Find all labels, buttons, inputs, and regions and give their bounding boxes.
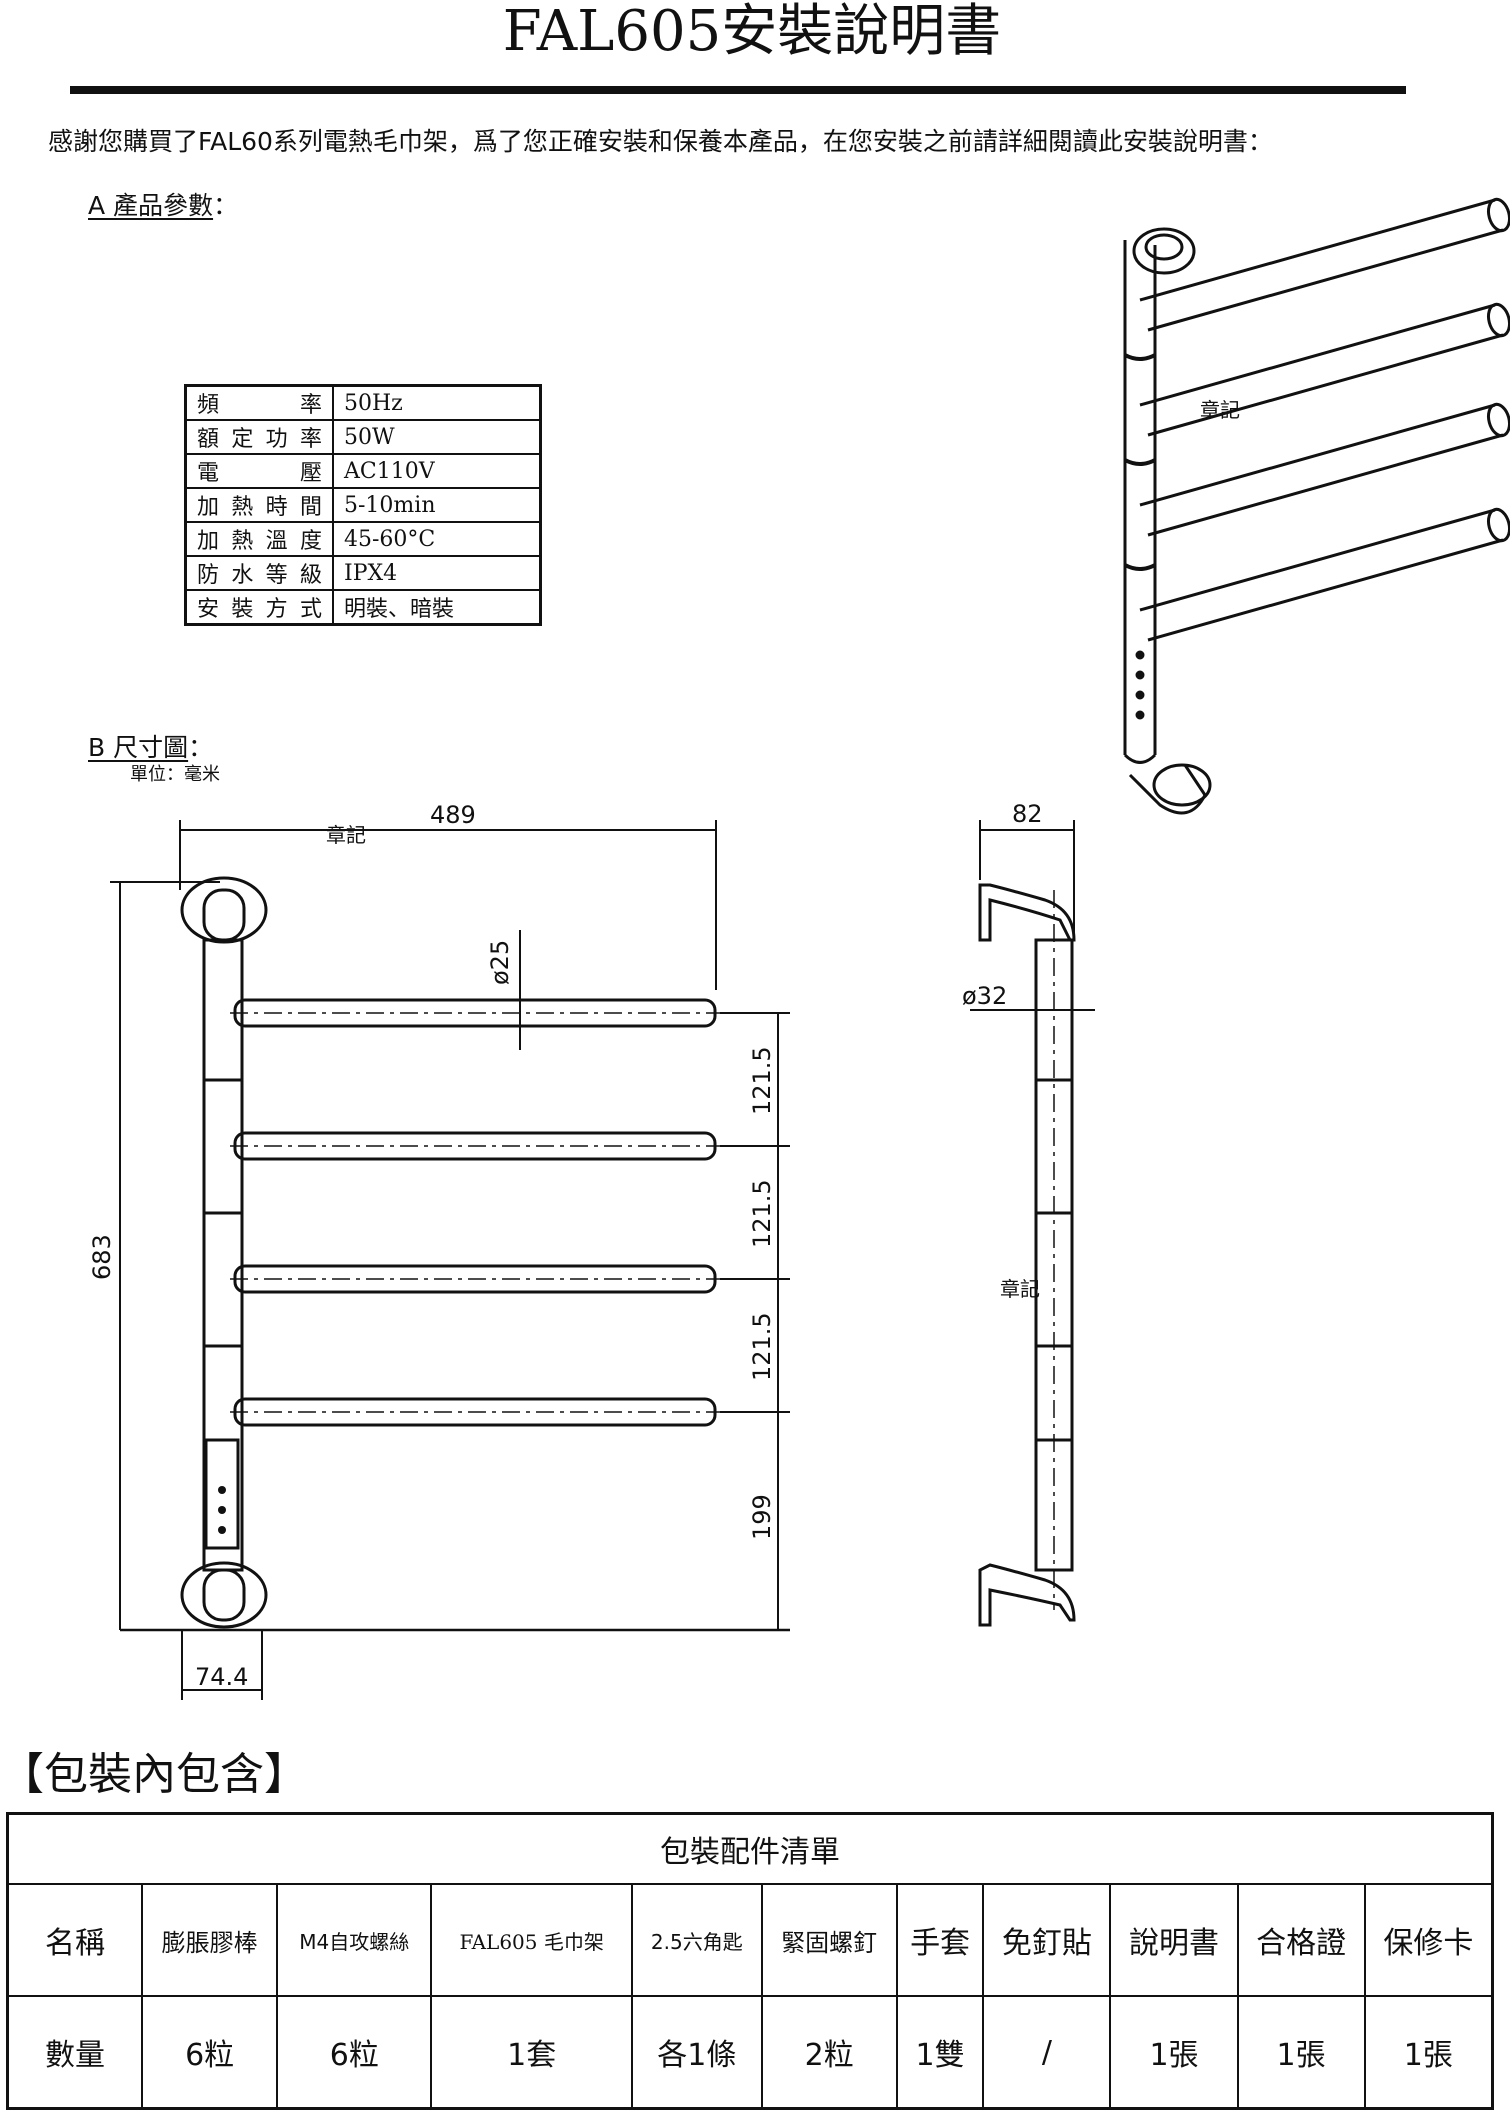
- section-a-label: A 產品參數: [88, 191, 214, 220]
- dim-width: 489: [430, 801, 476, 829]
- dim-post: ø32: [962, 982, 1007, 1010]
- side-dimension-drawing: 82 ø32 章記: [962, 800, 1095, 1627]
- param-key: 頻 率: [184, 384, 334, 421]
- param-value: IPX4: [332, 555, 542, 591]
- top-bracket: [1132, 227, 1196, 275]
- packing-table: 包裝配件清單 名稱 膨脹膠棒 M4自攻螺絲 FAL605 毛巾架 2.5六角匙 …: [6, 1812, 1494, 2110]
- title-rule: [70, 86, 1406, 94]
- post: [202, 938, 244, 1572]
- name-header: 名稱: [6, 1883, 143, 1997]
- item-qty: 1張: [1236, 1995, 1366, 2110]
- bottom-bracket: [180, 1561, 268, 1629]
- item-qty: 1張: [1109, 1995, 1239, 2110]
- top-bracket: [180, 876, 268, 944]
- param-key: 額定功率: [184, 419, 334, 455]
- packing-table-title: 包裝配件清單: [6, 1812, 1494, 1885]
- item-name: 免釘貼: [982, 1883, 1112, 1997]
- bars: [233, 998, 717, 1427]
- item-name: FAL605 毛巾架: [430, 1883, 634, 1997]
- top-bracket-inner: [1144, 233, 1184, 261]
- top-mount: [978, 883, 1076, 942]
- param-value: 45-60°C: [332, 521, 542, 557]
- dim-spacing-3: 121.5: [748, 1312, 776, 1381]
- param-row: 安裝方式明裝、暗裝: [184, 589, 542, 626]
- param-value: 50W: [332, 419, 542, 455]
- item-name: 說明書: [1109, 1883, 1239, 1997]
- control-panel: [1135, 650, 1145, 720]
- product-illustration: 章記: [1123, 197, 1510, 815]
- param-key: 防水等級: [184, 555, 334, 591]
- dim-tube: ø25: [486, 940, 514, 985]
- item-qty: 6粒: [140, 1995, 279, 2110]
- item-qty: 各1條: [631, 1995, 763, 2110]
- top-bracket-inner: [202, 888, 246, 942]
- param-value: 明裝、暗裝: [332, 589, 542, 626]
- section-a-colon: ：: [213, 191, 239, 220]
- item-name: 手套: [895, 1883, 985, 1997]
- section-b-colon: ：: [188, 733, 214, 762]
- dim-depth: 82: [1012, 800, 1043, 828]
- item-qty: 6粒: [276, 1995, 433, 2110]
- item-name: M4自攻螺絲: [276, 1883, 433, 1997]
- param-value: AC110V: [332, 453, 542, 489]
- qty-header: 數量: [6, 1995, 143, 2110]
- section-b-label: B 尺寸圖: [88, 733, 189, 762]
- bottom-bracket-base: [1152, 763, 1212, 807]
- dim-height: 683: [88, 1234, 116, 1280]
- control-panel: [204, 1438, 240, 1550]
- page-title: FAL605安裝說明書: [502, 0, 1002, 64]
- item-name: 合格證: [1236, 1883, 1366, 1997]
- stamp-mark: 章記: [326, 823, 366, 847]
- stamp-mark: 章記: [1200, 398, 1240, 422]
- param-key: 電 壓: [184, 453, 334, 489]
- param-value: 50Hz: [332, 384, 542, 421]
- section-a-heading: A 產品參數：: [88, 186, 238, 222]
- param-value: 5-10min: [332, 487, 542, 523]
- dim-spacing-2: 121.5: [748, 1179, 776, 1248]
- front-dimension-drawing: 489 章記 683 ø25 121.5 121.5 121.5 199 74.…: [88, 801, 790, 1700]
- param-key: 加熱溫度: [184, 521, 334, 557]
- stamp-mark: 章記: [1000, 1277, 1040, 1301]
- item-qty: 1套: [430, 1995, 634, 2110]
- item-name: 緊固螺釘: [760, 1883, 898, 1997]
- packing-name-row: 名稱 膨脹膠棒 M4自攻螺絲 FAL605 毛巾架 2.5六角匙 緊固螺釘 手套…: [6, 1883, 1494, 1997]
- param-key: 安裝方式: [184, 589, 334, 626]
- item-name: 2.5六角匙: [631, 1883, 763, 1997]
- packing-qty-row: 數量 6粒 6粒 1套 各1條 2粒 1雙 / 1張 1張 1張: [6, 1995, 1494, 2110]
- dim-spacing-1: 121.5: [748, 1046, 776, 1115]
- item-qty: 1雙: [895, 1995, 985, 2110]
- item-name: 保修卡: [1363, 1883, 1494, 1997]
- post-joints: [1124, 353, 1156, 571]
- packing-heading: 【包裝內包含】: [0, 1749, 308, 1800]
- section-b-heading: B 尺寸圖：: [88, 728, 213, 764]
- dim-bottom: 199: [748, 1494, 776, 1540]
- unit-note: 單位：毫米: [130, 764, 220, 785]
- item-name: 膨脹膠棒: [140, 1883, 279, 1997]
- bottom-mount: [978, 1563, 1076, 1627]
- bottom-bracket-inner: [202, 1568, 246, 1622]
- item-qty: 2粒: [760, 1995, 898, 2110]
- item-qty: /: [982, 1995, 1112, 2110]
- bar-centerlines: [230, 1012, 720, 1413]
- param-key: 加熱時間: [184, 487, 334, 523]
- bars: [1139, 197, 1510, 642]
- intro-text: 感謝您購買了FAL60系列電熱毛巾架，爲了您正確安裝和保養本產品，在您安裝之前請…: [48, 127, 1273, 156]
- dim-base: 74.4: [195, 1663, 248, 1691]
- item-qty: 1張: [1363, 1995, 1494, 2110]
